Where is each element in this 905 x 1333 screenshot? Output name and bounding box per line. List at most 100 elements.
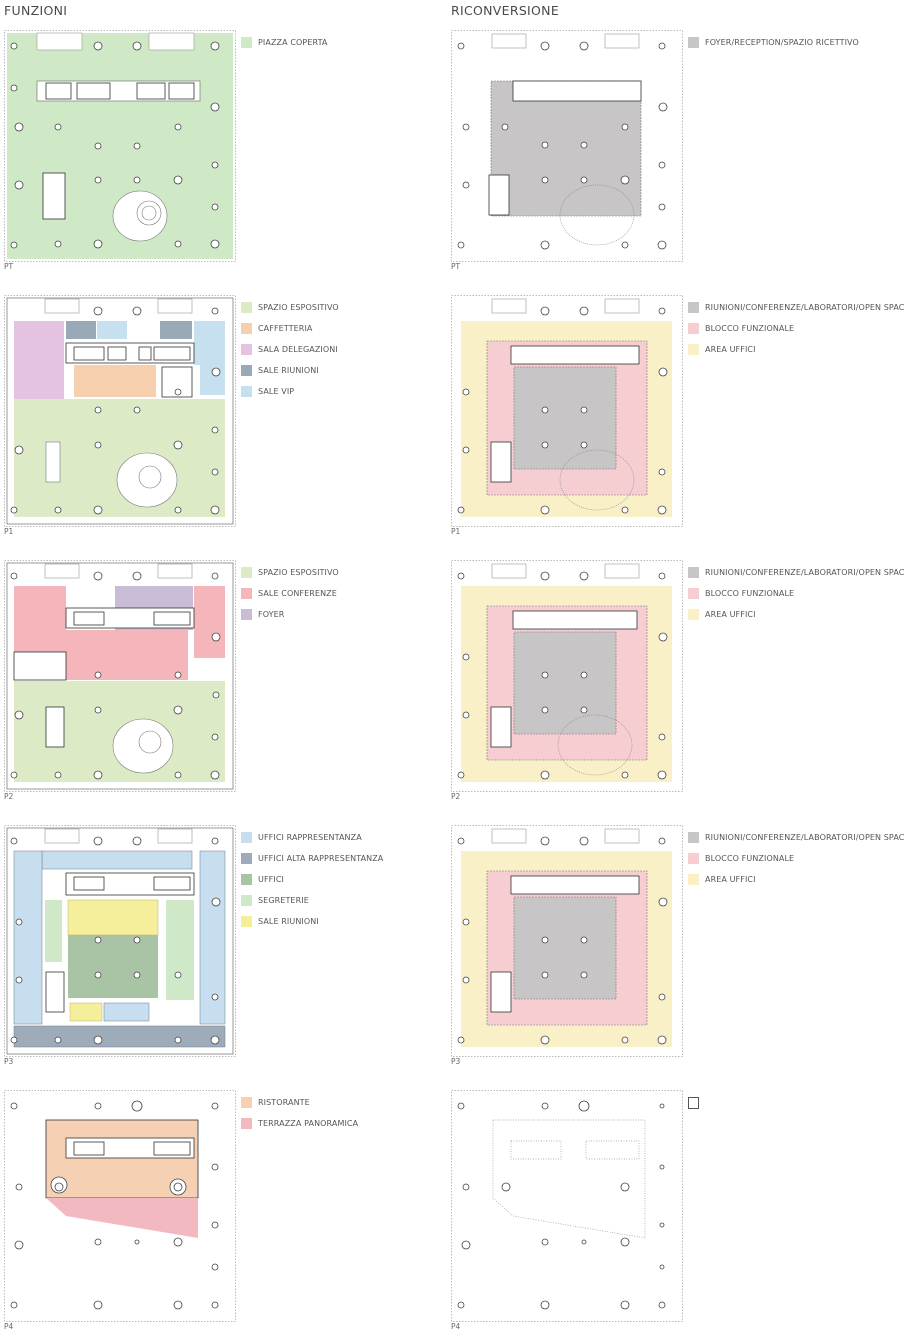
zone-foyer-reception — [490, 80, 642, 217]
legend-swatch — [688, 567, 699, 578]
empty-legend-swatch — [688, 1096, 699, 1109]
legend-label: FOYER — [258, 610, 285, 619]
spiral-stair — [116, 452, 178, 508]
zone-riunioni-open-space — [513, 366, 617, 470]
stair-bank-top — [491, 298, 640, 314]
zone-riunioni-open-space — [513, 896, 617, 1000]
legend-swatch — [241, 874, 252, 885]
zone-spazio-espositivo — [14, 399, 225, 517]
plan-outline — [4, 560, 236, 792]
legend-p3-riconversione: RIUNIONI/CONFERENZE/LABORATORI/OPEN SPAC… — [688, 827, 905, 890]
legend-swatch — [241, 567, 252, 578]
zone-uffici — [68, 935, 158, 998]
legend-p2-funzioni: SPAZIO ESPOSITIVO SALE CONFERENZE FOYER — [241, 562, 339, 625]
floor-plan-p3-funzioni — [4, 825, 236, 1057]
legend-swatch — [241, 386, 252, 397]
legend-label: SALE RIUNIONI — [258, 366, 319, 375]
plan-outline — [4, 295, 236, 527]
floor-label-p1-left: P1 — [4, 527, 14, 536]
core-block — [36, 80, 201, 102]
legend-swatch — [688, 832, 699, 843]
floor-plan-pt-riconversione — [451, 30, 683, 262]
legend-item: RIUNIONI/CONFERENZE/LABORATORI/OPEN SPAC… — [688, 827, 905, 848]
legend-label: FOYER/RECEPTION/SPAZIO RICETTIVO — [705, 38, 859, 47]
legend-p4-funzioni: RISTORANTE TERRAZZA PANORAMICA — [241, 1092, 358, 1134]
legend-swatch — [241, 588, 252, 599]
legend-swatch — [688, 323, 699, 334]
legend-item: SALE VIP — [241, 381, 339, 402]
core-block — [45, 872, 195, 1013]
legend-label: BLOCCO FUNZIONALE — [705, 854, 795, 863]
legend-label: SPAZIO ESPOSITIVO — [258, 303, 339, 312]
legend-item: SALE RIUNIONI — [241, 360, 339, 381]
column-grid — [457, 1100, 666, 1310]
column-grid — [10, 571, 221, 780]
legend-label: SALA DELEGAZIONI — [258, 345, 338, 354]
column-grid — [10, 41, 220, 249]
column-title-funzioni: FUNZIONI — [4, 3, 68, 18]
zone-sale-riunioni — [66, 321, 192, 339]
plan-outline — [451, 825, 683, 1057]
legend-label: BLOCCO FUNZIONALE — [705, 589, 795, 598]
plan-outline — [4, 825, 236, 1057]
legend-item: SALA DELEGAZIONI — [241, 339, 339, 360]
legend-item: PIAZZA COPERTA — [241, 32, 328, 53]
legend-item: BLOCCO FUNZIONALE — [688, 848, 905, 869]
plan-outline — [451, 30, 683, 262]
core-block — [488, 80, 642, 216]
legend-item: SEGRETERIE — [241, 890, 383, 911]
legend-swatch — [688, 37, 699, 48]
legend-label: TERRAZZA PANORAMICA — [258, 1119, 359, 1128]
column-title-riconversione: RICONVERSIONE — [451, 3, 560, 18]
column-grid — [457, 571, 668, 780]
floor-label-p3-left: P3 — [4, 1057, 14, 1066]
stair-bank-top — [44, 563, 193, 579]
stair-bank-top — [44, 828, 193, 844]
legend-label: SPAZIO ESPOSITIVO — [258, 568, 339, 577]
floor-label-p1-right: P1 — [451, 527, 461, 536]
floor-label-p4-right: P4 — [451, 1322, 461, 1331]
spiral-stair-outline — [559, 449, 635, 511]
core-block — [490, 875, 640, 1013]
zone-caffetteria — [74, 365, 156, 397]
stair-bank-top — [491, 33, 640, 49]
legend-item: RIUNIONI/CONFERENZE/LABORATORI/OPEN SPAC… — [688, 297, 905, 318]
stair-core — [45, 706, 65, 748]
column-grid — [457, 41, 668, 250]
legend-swatch — [241, 853, 252, 864]
spiral-stair-outline — [559, 184, 635, 246]
floor-label-p2-left: P2 — [4, 792, 14, 801]
legend-item: CAFFETTERIA — [241, 318, 339, 339]
floor-plan-p2-riconversione — [451, 560, 683, 792]
legend-label: UFFICI ALTA RAPPRESENTANZA — [258, 854, 384, 863]
stair-core — [42, 172, 66, 220]
stair-bank-top — [44, 298, 193, 314]
legend-item: AREA UFFICI — [688, 604, 905, 625]
legend-pt-funzioni: PIAZZA COPERTA — [241, 32, 328, 53]
floor-plan-pt-funzioni — [4, 30, 236, 262]
core-block — [490, 610, 638, 748]
legend-label: UFFICI RAPPRESENTANZA — [258, 833, 362, 842]
legend-item: SALE RIUNIONI — [241, 911, 383, 932]
legend-swatch — [241, 895, 252, 906]
legend-item — [688, 1092, 705, 1113]
legend-swatch — [688, 609, 699, 620]
column-grid — [10, 836, 221, 1045]
legend-label: SEGRETERIE — [258, 896, 309, 905]
floor-plan-p1-funzioni — [4, 295, 236, 527]
legend-label: AREA UFFICI — [705, 610, 756, 619]
legend-swatch — [688, 874, 699, 885]
legend-label: SALE VIP — [258, 387, 295, 396]
stair-core — [45, 441, 61, 483]
legend-item: RIUNIONI/CONFERENZE/LABORATORI/OPEN SPAC… — [688, 562, 905, 583]
legend-swatch — [241, 323, 252, 334]
legend-item: SPAZIO ESPOSITIVO — [241, 297, 339, 318]
plan-outline — [4, 30, 236, 262]
plan-outline — [451, 560, 683, 792]
legend-label: RISTORANTE — [258, 1098, 310, 1107]
legend-pt-riconversione: FOYER/RECEPTION/SPAZIO RICETTIVO — [688, 32, 859, 53]
floor-plan-p4-riconversione — [451, 1090, 683, 1322]
stair-bank-top — [491, 828, 640, 844]
legend-item: UFFICI — [241, 869, 383, 890]
legend-item: AREA UFFICI — [688, 339, 905, 360]
